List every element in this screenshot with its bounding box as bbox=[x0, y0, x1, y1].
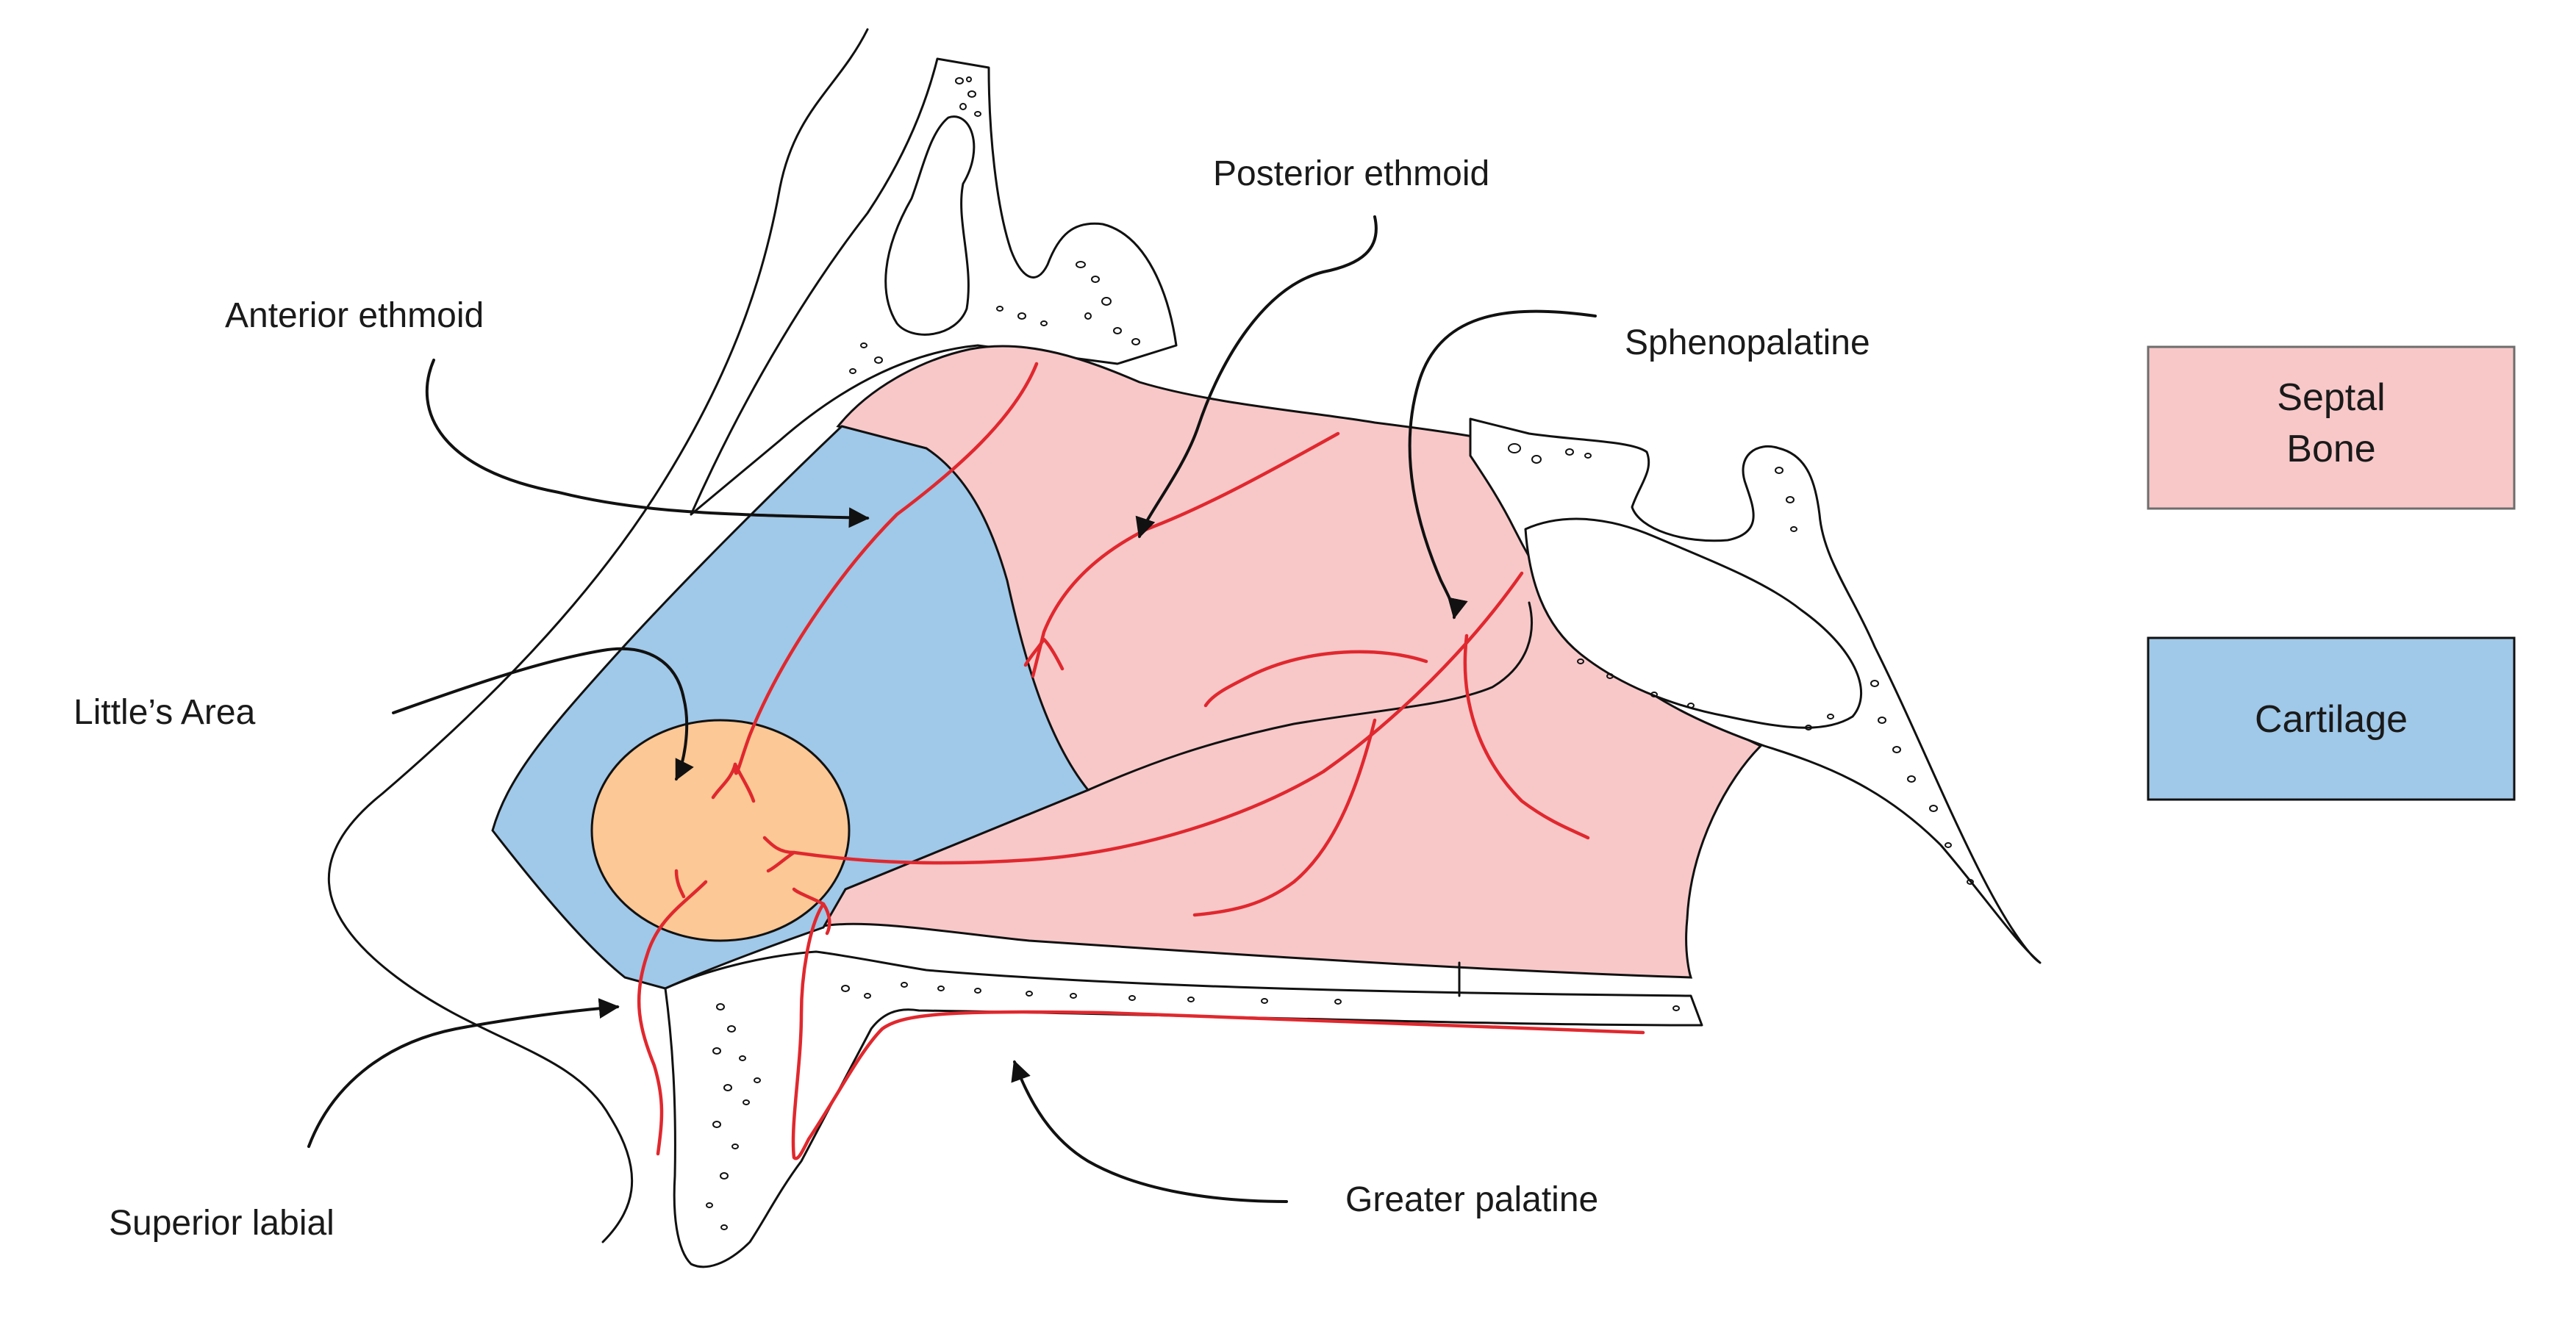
greater-palatine-arrow bbox=[1011, 1060, 1288, 1203]
legend: Septal Bone Cartilage bbox=[2147, 345, 2516, 801]
greater-palatine-vessel bbox=[791, 902, 1645, 1160]
frontal-sinus bbox=[884, 115, 976, 336]
label-littles-area: Little’s Area bbox=[74, 693, 256, 732]
anterior-ethmoid-vessel bbox=[733, 362, 1039, 775]
sphenopalatine-branch-lower bbox=[1192, 718, 1377, 917]
littles-area-branch-top bbox=[711, 762, 756, 803]
label-posterior-ethmoid: Posterior ethmoid bbox=[1213, 154, 1489, 193]
legend-label-septal-bone-line2: Bone bbox=[2286, 428, 2375, 470]
leader-arrows bbox=[307, 215, 1597, 1203]
posterior-ethmoid-branch bbox=[1023, 637, 1065, 671]
legend-swatch-cartilage bbox=[2147, 636, 2516, 801]
greater-palatine-branch bbox=[792, 887, 831, 936]
littles-area-arrow bbox=[392, 647, 694, 781]
label-sphenopalatine: Sphenopalatine bbox=[1625, 323, 1870, 362]
sphenopalatine-arrow bbox=[1408, 309, 1597, 620]
label-superior-labial: Superior labial bbox=[109, 1204, 334, 1243]
littles-area-region bbox=[590, 719, 851, 942]
bone-stippling bbox=[706, 76, 1974, 1230]
superior-labial-vessel bbox=[637, 880, 708, 1156]
label-greater-palatine: Greater palatine bbox=[1345, 1180, 1598, 1219]
legend-swatch-septal-bone bbox=[2147, 345, 2516, 510]
label-anterior-ethmoid: Anterior ethmoid bbox=[225, 296, 484, 335]
sphenoid-sinus bbox=[1524, 517, 1863, 729]
littles-area-branch-right bbox=[762, 836, 796, 873]
anterior-ethmoid-arrow bbox=[425, 359, 870, 528]
sphenopalatine-branch-upper bbox=[1203, 650, 1428, 708]
legend-label-cartilage: Cartilage bbox=[2255, 698, 2408, 741]
sphenopalatine-vessel bbox=[792, 571, 1524, 865]
posterior-ethmoid-arrow bbox=[1135, 215, 1378, 539]
nose-profile-outline bbox=[327, 28, 869, 1243]
legend-label-septal-bone-line1: Septal bbox=[2277, 376, 2385, 419]
hard-palate-maxilla bbox=[664, 950, 1703, 1268]
superior-labial-arrow bbox=[307, 998, 620, 1148]
sphenopalatine-branch-posterior bbox=[1463, 633, 1590, 840]
vessels bbox=[637, 362, 1645, 1160]
posterior-ethmoid-vessel bbox=[1031, 431, 1340, 678]
vomer-boundary bbox=[1087, 601, 1533, 791]
superior-labial-branch bbox=[674, 869, 686, 899]
